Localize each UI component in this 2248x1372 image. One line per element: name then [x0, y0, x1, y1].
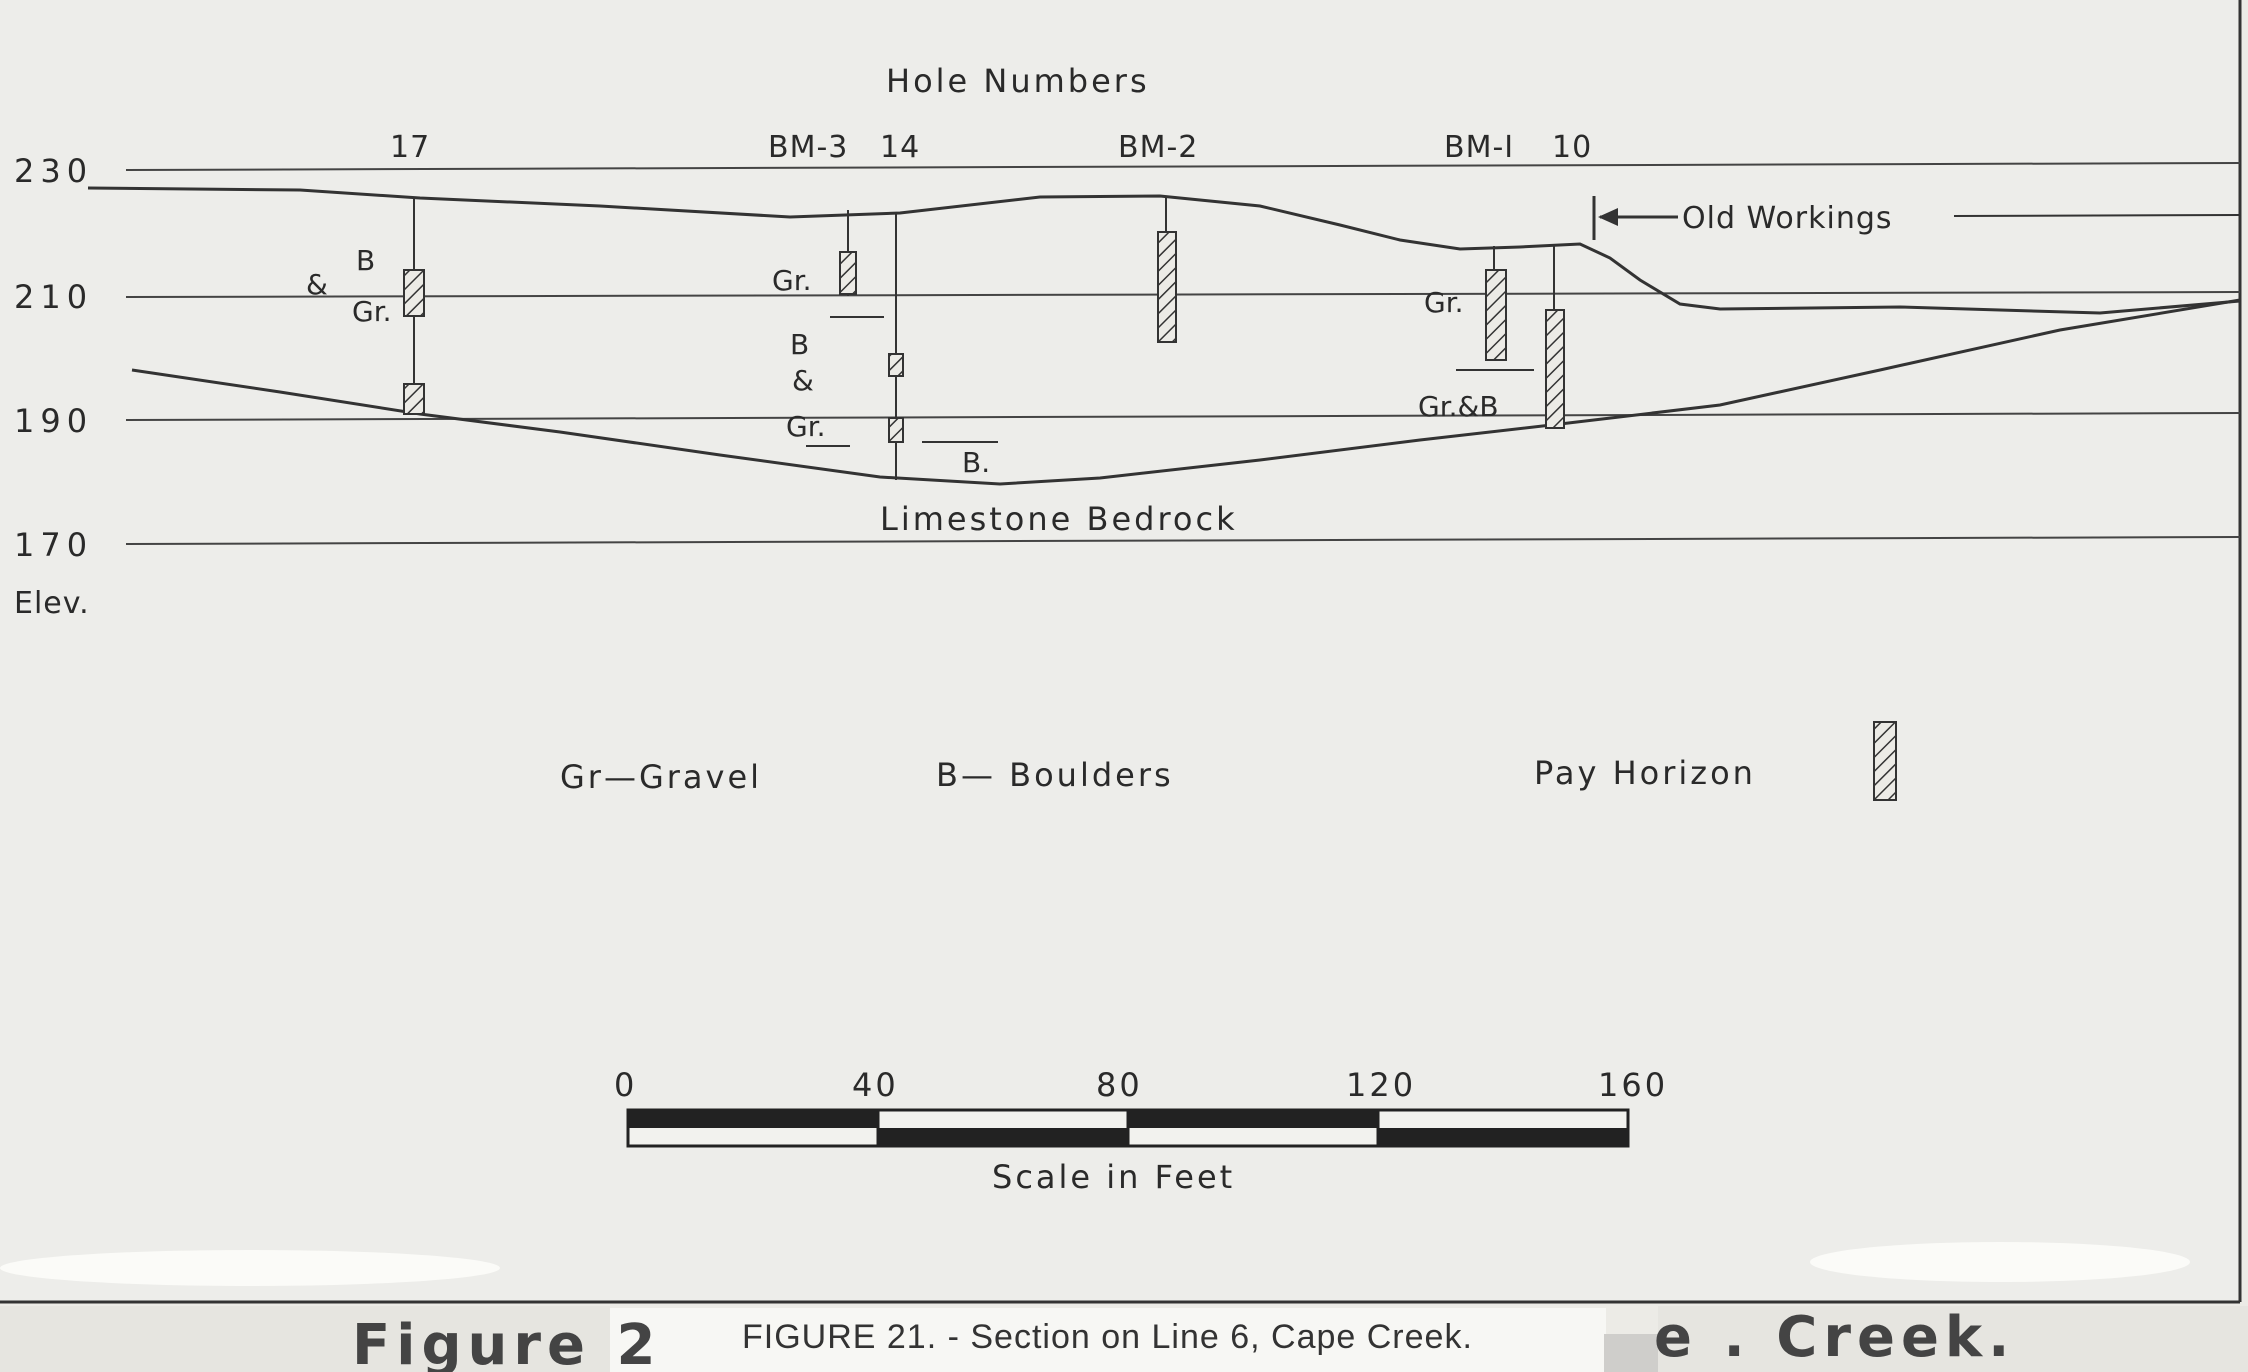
annotation-14-amp: & [792, 364, 814, 397]
hole-label-17: 17 [390, 130, 430, 165]
old-workings-arrow-head-icon [1598, 208, 1618, 226]
hole-label-bm3: BM-3 [768, 130, 848, 165]
bottom-right-smudge [1810, 1242, 2190, 1282]
annotation-14-b: B [790, 328, 809, 361]
hole-label-10: 10 [1552, 130, 1592, 165]
hole-label-bm1: BM-I [1444, 130, 1514, 165]
figure-fragment-left: Figure 2 [352, 1313, 661, 1372]
caption-strip-right [1658, 1306, 2248, 1372]
annotation-14-gr: Gr. [786, 410, 826, 443]
pay-horizon-bm3 [839, 251, 857, 295]
scale-tick-40: 40 [852, 1066, 899, 1104]
bedrock-label: Limestone Bedrock [880, 500, 1238, 538]
scale-tick-160: 160 [1598, 1066, 1668, 1104]
scale-segment-40-80-bottom [878, 1128, 1128, 1146]
caption-label-box [610, 1308, 1606, 1372]
hole-label-bm2: BM-2 [1118, 130, 1198, 165]
legend-boulders: B— Boulders [936, 756, 1174, 794]
pay-horizon-17-lower [403, 383, 425, 415]
elevation-line-170 [125, 536, 2241, 545]
annotation-10-gr-and-b: Gr.&B [1418, 390, 1499, 423]
elevation-line-230 [125, 162, 2241, 171]
scale-tick-80: 80 [1096, 1066, 1143, 1104]
pay-horizon-17-upper [403, 269, 425, 317]
pay-horizon-14-upper [888, 353, 904, 377]
bedrock-profile [131, 298, 2241, 486]
scale-bar [626, 1108, 1630, 1148]
elevation-label-210: 210 [14, 278, 93, 316]
scale-tick-120: 120 [1346, 1066, 1416, 1104]
elevation-line-210 [125, 291, 2241, 298]
figure-fragment-right: e . Creek. [1654, 1305, 2015, 1370]
scale-tick-0: 0 [614, 1066, 637, 1104]
legend-pay-horizon: Pay Horizon [1534, 754, 1756, 792]
annotation-17-amp: & [306, 268, 328, 301]
old-workings-label: Old Workings [1682, 201, 1893, 236]
elevation-label-170: 170 [14, 526, 93, 564]
pay-horizon-bm1 [1485, 269, 1507, 361]
legend-gravel: Gr—Gravel [560, 758, 762, 796]
caption-strip-left [0, 1306, 610, 1372]
pay-horizon-14-lower [888, 417, 904, 443]
scale-segment-80-120-top [1128, 1110, 1378, 1128]
ground-surface-profile [87, 186, 2241, 315]
elevation-line-190 [125, 412, 2241, 421]
elevation-axis-label: Elev. [14, 586, 90, 621]
annotation-14-b-dot: B. [962, 446, 990, 479]
pay-horizon-10 [1545, 309, 1565, 429]
old-workings-leader [1953, 214, 2241, 217]
paper-sheet [0, 0, 2240, 1302]
annotation-17-b: B [356, 244, 375, 277]
legend-pay-horizon-icon [1873, 721, 1897, 801]
elevation-label-230: 230 [14, 152, 93, 190]
hole-numbers-heading: Hole Numbers [886, 62, 1150, 100]
figure-caption: FIGURE 21. - Section on Line 6, Cape Cre… [742, 1318, 1473, 1356]
scale-label: Scale in Feet [992, 1158, 1235, 1196]
annotation-bm1-gr: Gr. [1424, 286, 1464, 319]
caption-strip-right-shadow [1604, 1334, 1658, 1372]
scale-segment-0-40-top [628, 1110, 878, 1128]
scale-segment-120-160-bottom [1378, 1128, 1628, 1146]
pay-horizon-bm2 [1157, 231, 1177, 343]
elevation-label-190: 190 [14, 402, 93, 440]
hole-label-14: 14 [880, 130, 920, 165]
annotation-bm3-gr: Gr. [772, 264, 812, 297]
annotation-17-gr: Gr. [352, 295, 392, 328]
bottom-left-smudge [0, 1250, 500, 1286]
